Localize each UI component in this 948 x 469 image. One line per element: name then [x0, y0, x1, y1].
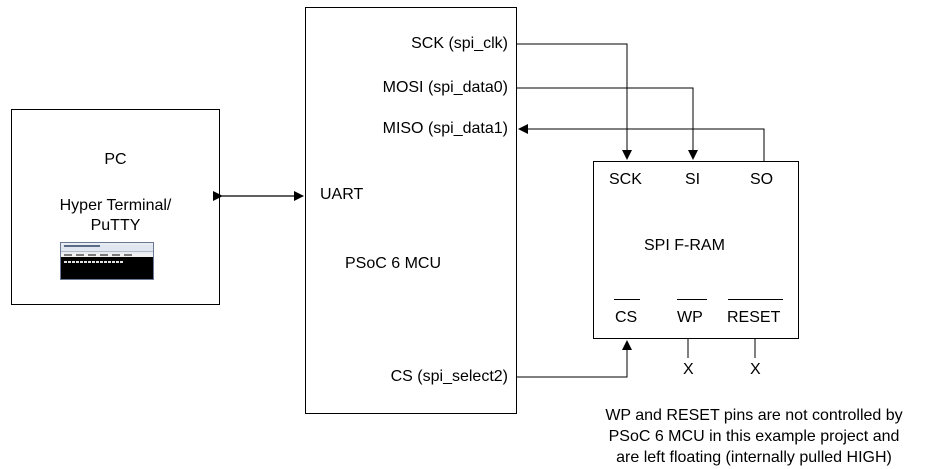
pc-title: PC — [104, 151, 127, 168]
mcu-pin-miso: MISO (spi_data1) — [382, 120, 508, 137]
fram-pin-so: SO — [750, 171, 774, 188]
fram-pin-reset: RESET — [727, 309, 781, 326]
wp-no-connect: X — [683, 361, 694, 378]
mcu-name: PSoC 6 MCU — [345, 255, 442, 272]
fram-pin-si: SI — [685, 171, 701, 188]
wp-overline — [677, 299, 707, 300]
mcu-pin-mosi: MOSI (spi_data0) — [382, 79, 508, 96]
mcu-pin-cs: CS (spi_select2) — [390, 368, 508, 385]
mosi-wire — [517, 87, 698, 160]
fram-name: SPI F-RAM — [644, 237, 725, 254]
miso-wire — [518, 124, 765, 161]
mcu-pin-sck: SCK (spi_clk) — [411, 35, 508, 52]
sck-wire — [517, 43, 632, 160]
reset-no-connect: X — [750, 361, 761, 378]
fram-pin-cs: CS — [615, 309, 638, 326]
fram-pin-sck: SCK — [609, 171, 642, 188]
reset-overline — [728, 299, 783, 300]
mcu-box — [305, 7, 517, 414]
pc-app-label: Hyper Terminal/ PuTTY — [59, 197, 172, 234]
fram-pin-wp: WP — [677, 309, 703, 326]
cs-overline — [614, 299, 640, 300]
cs-wire — [517, 340, 632, 378]
fram-box — [593, 161, 799, 339]
footnote: WP and RESET pins are not controlled by … — [605, 407, 903, 466]
terminal-thumbnail — [60, 242, 154, 280]
mcu-uart-label: UART — [320, 186, 364, 203]
